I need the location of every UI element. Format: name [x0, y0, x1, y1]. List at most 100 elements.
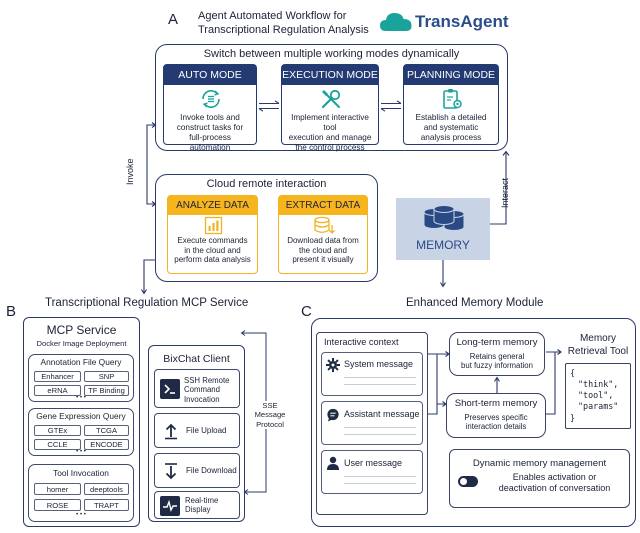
list-item: homer [34, 483, 81, 495]
execution-mode-label: EXECUTION MODE [282, 65, 378, 85]
interact-label: Interact [500, 177, 510, 208]
gene-expression-title: Gene Expression Query [36, 411, 126, 421]
mcp-service-title: MCP Service [46, 323, 117, 337]
execution-mode-card: EXECUTION MODE Implement interactive too… [281, 64, 379, 152]
extract-data-label: EXTRACT DATA [279, 196, 367, 215]
analyze-data-card: ANALYZE DATA Execute commands in the clo… [167, 195, 258, 274]
bixchat-client-title: BixChat Client [163, 353, 230, 365]
annotation-query-group: Annotation File Query Enhancer SNP eRNA … [28, 354, 134, 402]
pulse-monitor-icon [160, 496, 180, 516]
auto-mode-label: AUTO MODE [164, 65, 256, 85]
system-message-box: System message [321, 352, 423, 396]
section-c-title: Enhanced Memory Module [406, 297, 544, 309]
file-download-label: File Download [186, 466, 237, 475]
refresh-list-icon [202, 89, 220, 109]
short-term-memory-title: Short-term memory [454, 398, 538, 409]
arrow-up-icon [494, 376, 500, 393]
assistant-message-label: Assistant message [344, 409, 420, 419]
short-term-memory-desc: Preserves specific interaction details [464, 413, 528, 432]
assistant-message-box: Assistant message [321, 401, 423, 445]
list-item: GTEx [34, 425, 81, 436]
brand-name: TransAgent [415, 12, 509, 31]
memory-block: MEMORY [396, 198, 490, 260]
database-icon [423, 205, 465, 231]
planning-mode-label: PLANNING MODE [404, 65, 498, 85]
cloud-logo-icon [380, 13, 412, 31]
dynamic-memory-desc: Enables activation or deactivation of co… [498, 472, 611, 494]
section-a-title-line1: Agent Automated Workflow for [198, 10, 347, 22]
list-item: ROSE [34, 499, 81, 511]
file-download-card: File Download [154, 453, 240, 488]
section-b-title: Transcriptional Regulation MCP Service [45, 297, 249, 309]
long-term-memory-desc: Retains general but fuzzy information [461, 352, 533, 371]
analyze-data-label: ANALYZE DATA [168, 196, 257, 215]
more-indicator: • • • [76, 449, 86, 455]
short-term-memory-box: Short-term memory Preserves specific int… [446, 393, 546, 438]
extract-data-card: EXTRACT DATA Download data from the clou… [278, 195, 368, 274]
auto-mode-desc: Invoke tools and construct tasks for ful… [176, 113, 244, 152]
list-item: eRNA [34, 385, 81, 396]
memory-to-tool-connector [546, 349, 562, 415]
sse-protocol-label: SSE Message Protocol [254, 401, 286, 430]
mcp-service-panel: MCP Service Docker Image Deployment Anno… [23, 317, 140, 527]
arrow-down-icon [440, 260, 446, 288]
cloud-panel-title: Cloud remote interaction [206, 178, 327, 190]
list-item: CCLE [34, 439, 81, 450]
planning-mode-desc: Establish a detailed and systematic anal… [415, 113, 487, 142]
list-item: Enhancer [34, 371, 81, 382]
execution-mode-desc: Implement interactive tool execution and… [288, 113, 372, 152]
section-c-letter: C [301, 303, 312, 320]
interactive-context-box: Interactive context System message Assis… [316, 332, 428, 515]
more-indicator: • • • [76, 512, 86, 518]
user-message-box: User message [321, 450, 423, 494]
gene-expression-group: Gene Expression Query GTEx TCGA CCLE ENC… [28, 408, 134, 456]
ssh-remote-card: SSH Remote Command Invocation [154, 369, 240, 408]
double-arrow-icon [258, 100, 280, 112]
bixchat-client-panel: BixChat Client SSH Remote Command Invoca… [148, 345, 245, 522]
invoke-label: Invoke [125, 158, 135, 185]
bar-chart-icon [204, 216, 223, 235]
context-to-memory-connector [428, 351, 450, 415]
list-item: deeptools [84, 483, 129, 495]
ssh-remote-label: SSH Remote Command Invocation [184, 376, 230, 404]
database-download-icon [314, 216, 335, 234]
list-item: ENCODE [84, 439, 129, 450]
dynamic-memory-title: Dynamic memory management [472, 458, 607, 469]
memory-toggle[interactable] [458, 476, 478, 487]
analyze-data-desc: Execute commands in the cloud and perfor… [174, 236, 251, 265]
list-item: TRAPT [84, 499, 129, 511]
realtime-display-label: Real-time Display [185, 496, 219, 515]
modes-panel-title: Switch between multiple working modes dy… [203, 48, 460, 60]
memory-label: MEMORY [416, 238, 470, 252]
system-message-label: System message [344, 359, 414, 369]
mcp-service-subtitle: Docker Image Deployment [36, 339, 127, 348]
clipboard-gear-icon [443, 89, 462, 109]
section-b-letter: B [6, 303, 17, 320]
tool-invocation-title: Tool Invocation [53, 468, 109, 478]
tool-invocation-group: Tool Invocation homer deeptools ROSE TRA… [28, 464, 134, 522]
long-term-memory-title: Long-term memory [456, 337, 538, 348]
dynamic-memory-box: Dynamic memory management Enables activa… [449, 449, 630, 508]
file-upload-label: File Upload [186, 426, 227, 435]
retrieval-tool-title: Memory Retrieval Tool [567, 333, 629, 357]
interact-connector [490, 150, 510, 225]
upload-arrow-icon [165, 423, 177, 440]
tools-icon [321, 89, 341, 109]
terminal-icon [160, 379, 180, 399]
user-message-label: User message [344, 458, 403, 468]
double-arrow-icon [380, 100, 402, 112]
list-item: TF Binding [84, 385, 129, 396]
download-arrow-icon [165, 463, 177, 480]
realtime-display-card: Real-time Display [154, 491, 240, 519]
interactive-context-title: Interactive context [324, 337, 399, 347]
annotation-query-title: Annotation File Query [40, 357, 122, 367]
section-a-title-line2: Transcriptional Regulation Analysis [198, 24, 369, 36]
section-a-letter: A [168, 11, 179, 28]
list-item: SNP [84, 371, 129, 382]
chat-bubble-icon [327, 408, 339, 422]
long-term-memory-box: Long-term memory Retains general but fuz… [449, 332, 545, 376]
gear-icon [326, 358, 340, 372]
auto-mode-card: AUTO MODE Invoke tools and construct tas… [163, 64, 257, 152]
more-indicator: • • • [76, 395, 86, 401]
planning-mode-card: PLANNING MODE Establish a detailed and s… [403, 64, 499, 145]
